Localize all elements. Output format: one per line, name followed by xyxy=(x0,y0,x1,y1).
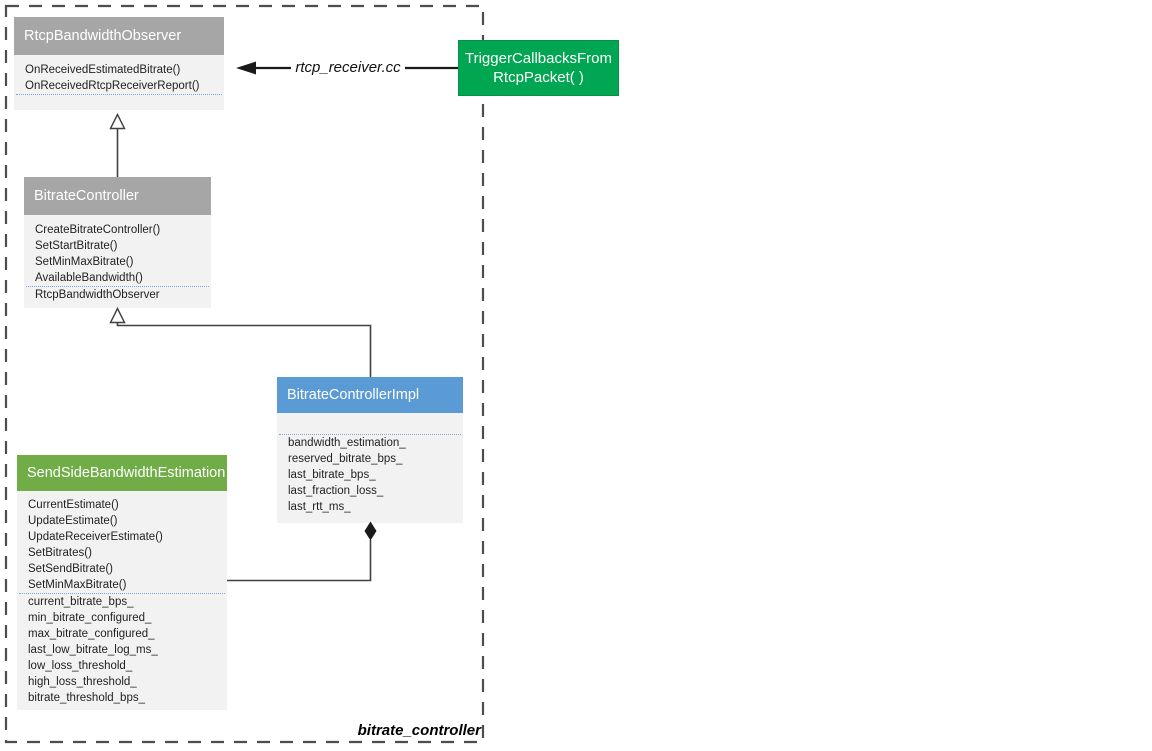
field-item: RtcpBandwidthObserver xyxy=(35,289,160,301)
inheritance-triangle-icon-2 xyxy=(109,306,126,324)
method-item: SetMinMaxBitrate() xyxy=(28,579,127,591)
field-item: min_bitrate_configured_ xyxy=(28,612,152,624)
field-item: max_bitrate_configured_ xyxy=(28,628,155,640)
field-item: last_fraction_loss_ xyxy=(288,485,384,497)
method-item: SetBitrates() xyxy=(28,547,92,559)
field-item: bitrate_threshold_bps_ xyxy=(28,692,145,704)
method-item: CurrentEstimate() xyxy=(28,499,119,511)
class-body: CurrentEstimate() UpdateEstimate() UpdateR… xyxy=(17,491,227,710)
field-item: reserved_bitrate_bps_ xyxy=(288,453,403,465)
field-item: last_rtt_ms_ xyxy=(288,501,351,513)
method-item: CreateBitrateController() xyxy=(35,224,161,236)
method-list: OnReceivedEstimatedBitrate() OnReceivedRt… xyxy=(14,62,224,94)
method-item: UpdateEstimate() xyxy=(28,515,118,527)
class-header: BitrateController xyxy=(24,177,211,215)
field-list: current_bitrate_bps_ min_bitrate_configur… xyxy=(17,594,227,706)
class-body: OnReceivedEstimatedBitrate() OnReceivedRt… xyxy=(14,55,224,110)
method-list: CurrentEstimate() UpdateEstimate() UpdateR… xyxy=(17,497,227,593)
method-item: SetSendBitrate() xyxy=(28,563,114,575)
field-item: low_loss_threshold_ xyxy=(28,660,133,672)
class-body: CreateBitrateController() SetStartBitrate… xyxy=(24,215,211,308)
call-arrowhead-icon xyxy=(236,61,256,75)
method-item: SetStartBitrate() xyxy=(35,240,118,252)
empty-section xyxy=(277,413,463,434)
inheritance-triangle-icon-1 xyxy=(109,112,126,130)
composition-diamond-icon xyxy=(364,521,377,541)
field-item: bandwidth_estimation_ xyxy=(288,437,406,449)
class-box-rtcpbandwidthobserver: RtcpBandwidthObserver OnReceivedEstimate… xyxy=(14,17,224,110)
class-body: bandwidth_estimation_ reserved_bitrate_bp… xyxy=(277,413,463,523)
class-box-bitratecontrollerimpl: BitrateControllerImpl bandwidth_estimati… xyxy=(277,377,463,523)
trigger-callbacks-node: TriggerCallbacksFromRtcpPacket( ) xyxy=(458,40,619,96)
class-header: RtcpBandwidthObserver xyxy=(14,17,224,55)
inheritance-line-2 xyxy=(116,322,372,377)
field-item: high_loss_threshold_ xyxy=(28,676,137,688)
class-box-sendsidebandwidthestimation: SendSideBandwidthEstimation CurrentEstim… xyxy=(17,455,227,710)
method-item: SetMinMaxBitrate() xyxy=(35,256,134,268)
method-list: CreateBitrateController() SetStartBitrate… xyxy=(24,222,211,286)
field-item: last_low_bitrate_log_ms_ xyxy=(28,644,158,656)
package-label: bitrate_controller xyxy=(357,722,481,739)
method-item: UpdateReceiverEstimate() xyxy=(28,531,163,543)
field-list: bandwidth_estimation_ reserved_bitrate_bp… xyxy=(277,435,463,515)
method-item: AvailableBandwidth() xyxy=(35,272,143,284)
empty-section xyxy=(14,95,224,110)
field-list: RtcpBandwidthObserver xyxy=(24,287,211,303)
composition-line xyxy=(227,540,372,582)
class-header: SendSideBandwidthEstimation xyxy=(17,455,227,491)
field-item: current_bitrate_bps_ xyxy=(28,596,134,608)
class-box-bitratecontroller: BitrateController CreateBitrateControlle… xyxy=(24,177,211,308)
arrow-label-rtcp-receiver: rtcp_receiver.cc xyxy=(291,58,405,78)
class-header: BitrateControllerImpl xyxy=(277,377,463,413)
method-item: OnReceivedEstimatedBitrate() xyxy=(25,64,181,76)
field-item: last_bitrate_bps_ xyxy=(288,469,376,481)
method-item: OnReceivedRtcpReceiverReport() xyxy=(25,80,200,92)
